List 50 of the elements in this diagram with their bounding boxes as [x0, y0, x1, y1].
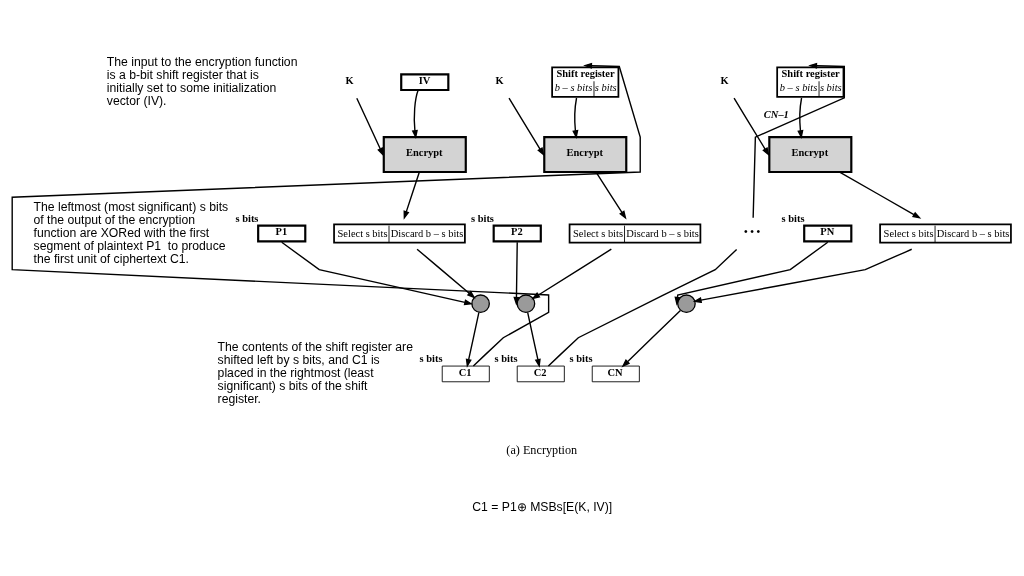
arrow [733, 97, 770, 157]
node-box: Encrypt [382, 136, 467, 174]
arrow [403, 171, 420, 220]
node-box: CN [591, 365, 640, 383]
node-text: K [720, 74, 729, 86]
arrow [281, 241, 474, 306]
arrow [752, 62, 846, 219]
arrow [508, 97, 545, 157]
label: The leftmost (most significant) s bits of the output of the encryption function are XORed with the first segment of plaintext P1 to produce the first unit of ciphertext C1. [33, 199, 229, 266]
node-box: Encrypt [768, 136, 853, 174]
node-label: s bits [781, 212, 805, 224]
label: The contents of the shift register are shifted left by s bits, and C1 is placed in the rightmost (least significant) s bits of the shift register. [217, 339, 413, 407]
node-box: C1 [441, 365, 490, 383]
node-circle [471, 294, 490, 314]
arrow [621, 309, 682, 368]
arrow [531, 248, 613, 300]
node-label: s bits [569, 353, 593, 365]
label: The input to the encryption function is a b-bit shift register that is initially set to some initialization vector (IV). [106, 54, 298, 108]
node-label: s bits [494, 353, 518, 365]
node-text: K [345, 74, 354, 86]
label: C1 = P1⊕ MSBs[E(K, IV)] [472, 500, 613, 515]
edge-label: CN–1 [763, 108, 789, 120]
node-label: s bits [419, 353, 443, 365]
node-circle [677, 294, 696, 314]
arrow [674, 241, 829, 306]
arrow [526, 311, 541, 368]
node-text: K [495, 74, 504, 86]
arrow [838, 171, 922, 219]
node-box: P2 [492, 224, 542, 243]
node-circle [516, 294, 536, 314]
arrow [572, 97, 579, 140]
label: (a) Encryption [506, 443, 578, 458]
node-box: Encrypt [543, 136, 628, 174]
node-label: s bits [471, 212, 494, 224]
node-box: P1 [257, 224, 307, 243]
node-text: • • • [744, 226, 761, 238]
arrow [513, 241, 520, 306]
arrow [465, 311, 480, 368]
node-box: IV [400, 73, 450, 92]
arrow [416, 248, 476, 299]
node-box: PN [803, 224, 853, 243]
arrow [797, 97, 804, 140]
node-box: C2 [516, 365, 565, 383]
arrow [11, 62, 641, 367]
connector [547, 248, 738, 367]
arrow [692, 248, 913, 304]
arrow [411, 89, 419, 139]
arrow [595, 171, 627, 220]
node-label: s bits [235, 212, 259, 224]
arrow [356, 97, 384, 157]
